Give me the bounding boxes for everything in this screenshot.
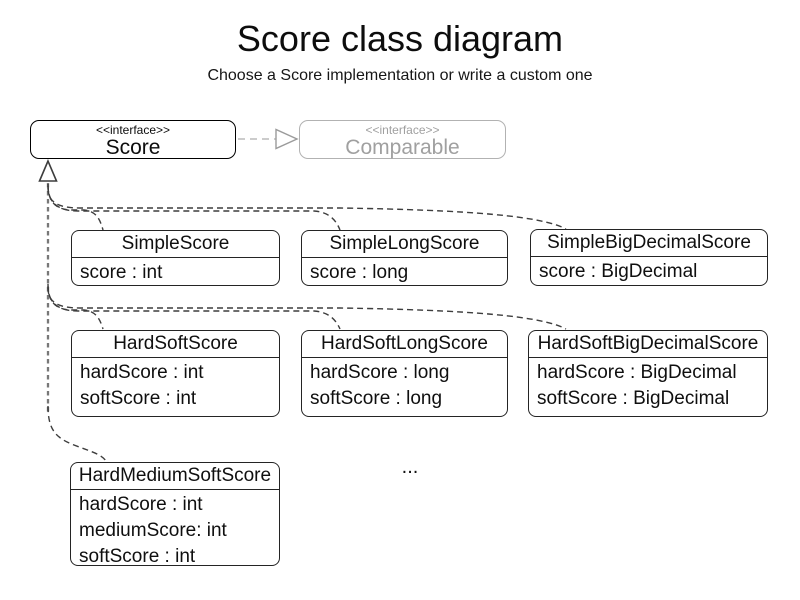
interface-name: Comparable xyxy=(345,136,460,159)
class-attributes: hardScore : long softScore : long xyxy=(302,358,507,412)
edge-to-hardmediumsoftscore xyxy=(47,405,107,462)
class-attributes: score : long xyxy=(302,258,507,286)
attribute: softScore : int xyxy=(79,546,196,567)
more-implementations-ellipsis: ... xyxy=(401,456,419,478)
class-attributes: hardScore : int mediumScore: int softSco… xyxy=(71,490,279,570)
class-box-simplelongscore: SimpleLongScore score : long xyxy=(301,230,508,286)
attribute: mediumScore: int xyxy=(79,520,227,541)
class-name: HardSoftBigDecimalScore xyxy=(529,331,767,358)
attribute: hardScore : BigDecimal xyxy=(537,362,737,383)
realization-arrowhead-score-icon xyxy=(38,158,58,182)
attribute: hardScore : int xyxy=(79,494,203,515)
edge-to-simplebigdecimalscore xyxy=(47,187,567,230)
class-attributes: hardScore : BigDecimal softScore : BigDe… xyxy=(529,358,767,412)
class-name: HardSoftScore xyxy=(72,331,279,358)
class-name: SimpleBigDecimalScore xyxy=(531,230,767,257)
class-box-simplebigdecimalscore: SimpleBigDecimalScore score : BigDecimal xyxy=(530,229,768,286)
edge-to-simplescore xyxy=(47,183,104,231)
class-name: HardSoftLongScore xyxy=(302,331,507,358)
class-box-hardsoftbigdecimalscore: HardSoftBigDecimalScore hardScore : BigD… xyxy=(528,330,768,417)
interface-box-score: <<interface>> Score xyxy=(30,120,236,159)
attribute: score : BigDecimal xyxy=(539,261,698,282)
attribute: softScore : int xyxy=(80,388,197,409)
edge-to-hardsoftbigdecimalscore xyxy=(47,287,567,330)
page-title: Score class diagram xyxy=(236,18,564,59)
attribute: softScore : BigDecimal xyxy=(537,388,730,409)
class-box-hardmediumsoftscore: HardMediumSoftScore hardScore : int medi… xyxy=(70,462,280,567)
edge-to-hardsoftscore xyxy=(47,283,104,330)
attribute: softScore : long xyxy=(310,388,443,409)
class-box-simplescore: SimpleScore score : int xyxy=(71,230,280,286)
class-attributes: hardScore : int softScore : int xyxy=(72,358,279,412)
class-attributes: score : int xyxy=(72,258,279,286)
interface-name: Score xyxy=(105,136,161,159)
attribute: score : int xyxy=(80,262,163,283)
interface-stereotype: <<interface>> xyxy=(365,123,440,137)
page-subtitle: Choose a Score implementation or write a… xyxy=(207,67,593,84)
class-attributes: score : BigDecimal xyxy=(531,257,767,285)
class-name: SimpleLongScore xyxy=(302,231,507,258)
attribute: score : long xyxy=(310,262,409,283)
class-box-hardsoftlongscore: HardSoftLongScore hardScore : long softS… xyxy=(301,330,508,417)
interface-box-comparable: <<interface>> Comparable xyxy=(299,120,506,159)
realization-arrowhead-comparable-icon xyxy=(275,128,299,150)
class-name: HardMediumSoftScore xyxy=(71,463,279,490)
class-box-hardsoftscore: HardSoftScore hardScore : int softScore … xyxy=(71,330,280,417)
class-name: SimpleScore xyxy=(72,231,279,258)
attribute: hardScore : int xyxy=(80,362,204,383)
interface-stereotype: <<interface>> xyxy=(95,123,171,137)
attribute: hardScore : long xyxy=(310,362,450,383)
